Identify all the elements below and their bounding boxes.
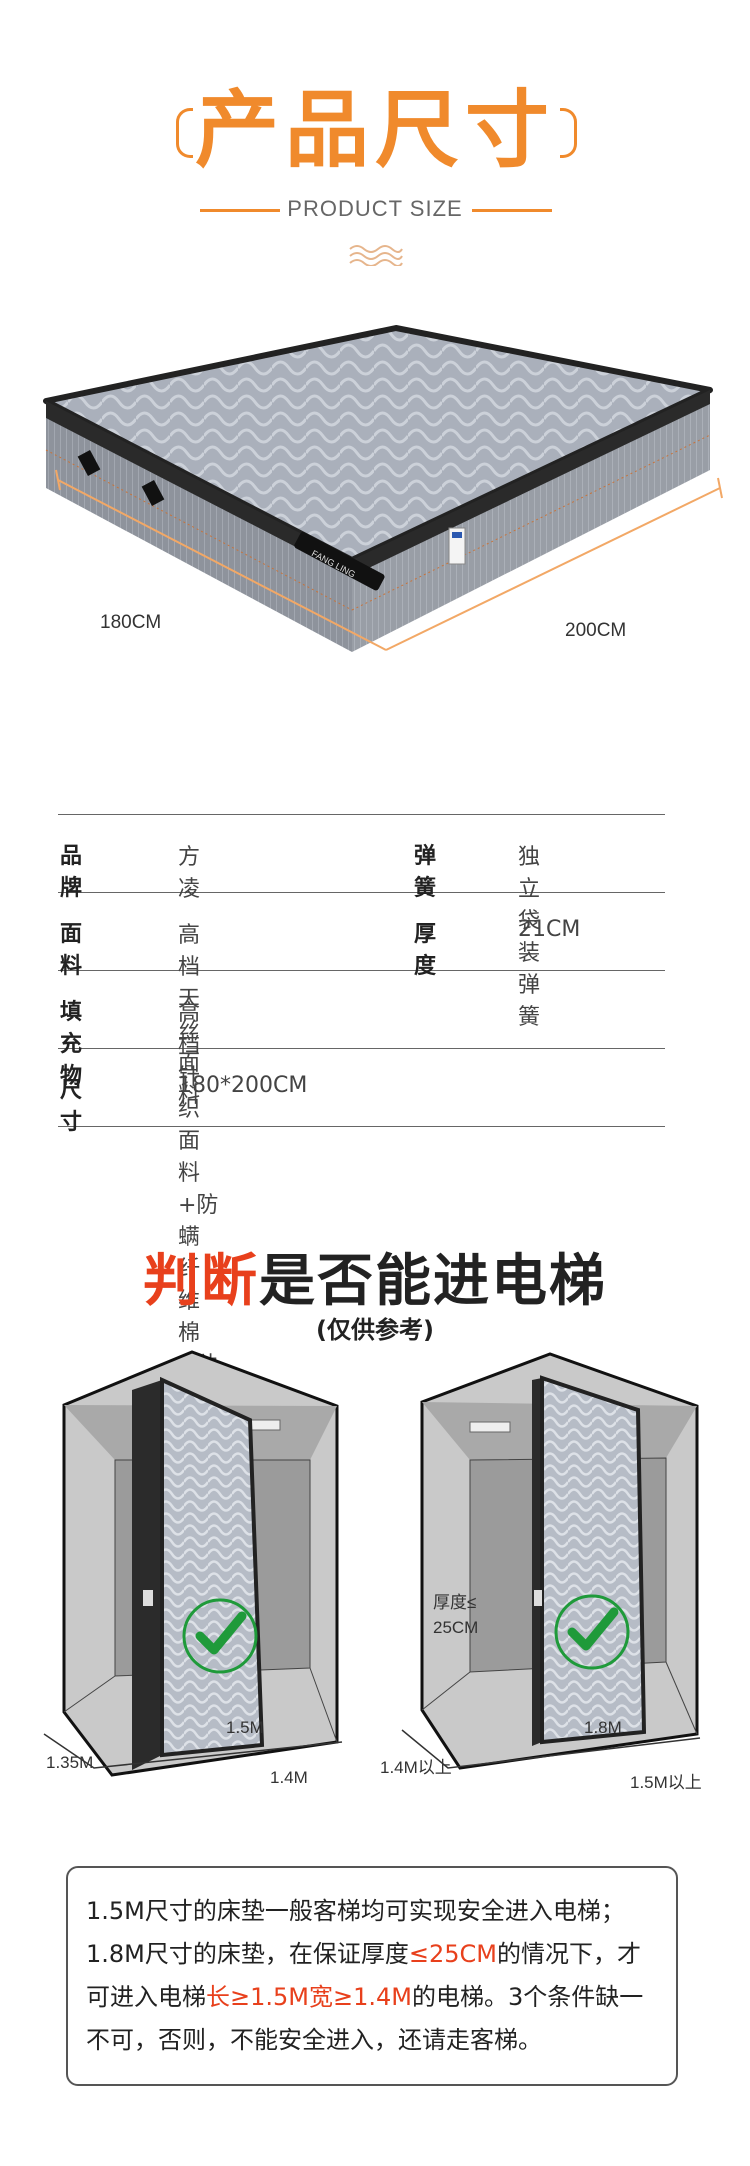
mattress-illustration: FANG LING (43, 325, 723, 652)
notice-line-3-b: 的电梯。3个条件缺一 (411, 1983, 644, 2011)
elevator-subtitle: (仅供参考) (316, 1316, 434, 1344)
elevator-right-thickness-label-2: 25CM (433, 1618, 479, 1637)
spec-value-fabric: 高档天丝面料 (178, 923, 201, 1108)
elevator-title-highlight: 判断 (143, 1249, 259, 1314)
check-circle-icon (554, 1594, 630, 1670)
title-bracket-left (176, 108, 193, 158)
notice-line-2: 1.8M尺寸的床垫，在保证厚度≤25CM的情况下，才 (86, 1933, 666, 1976)
elevator-right-mattress-label: 1.8M (584, 1718, 622, 1737)
elevator-right-width-label: 1.5M以上 (630, 1773, 702, 1792)
spec-value-brand: 方凌 (178, 845, 201, 902)
elevator-title-rest: 是否能进电梯 (259, 1249, 607, 1314)
spec-label-brand: 品 牌 (60, 844, 105, 901)
notice-box (66, 1866, 678, 2086)
notice-line-4: 不可，否则，不能安全进入，还请走客梯。 (86, 2026, 542, 2054)
spec-divider (58, 970, 665, 971)
subtitle-line-right (472, 209, 552, 212)
spec-label-spring: 弹 簧 (414, 844, 459, 901)
dim-length-label: 200CM (565, 620, 627, 641)
spec-value-spring: 独立袋装弹簧 (518, 845, 541, 1030)
notice-line-2-b: 的情况下，才 (497, 1940, 641, 1968)
subtitle-line-left (200, 209, 280, 212)
notice-line-3-highlight: 长≥1.5M宽≥1.4M (206, 1983, 412, 2011)
wave-ornament-icon (349, 245, 403, 266)
spec-divider (58, 814, 665, 815)
elevator-left-depth-label: 1.35M (46, 1753, 94, 1772)
notice-line-3: 可进入电梯长≥1.5M宽≥1.4M的电梯。3个条件缺一 (86, 1976, 666, 2019)
elevator-left-width-label: 1.4M (270, 1768, 308, 1787)
notice-line-3-a: 可进入电梯 (86, 1983, 206, 2011)
elevator-right-thickness-label-1: 厚度≤ (433, 1593, 477, 1612)
spec-label-thickness: 厚 度 (414, 922, 459, 979)
check-circle-icon (182, 1598, 258, 1674)
notice-line-2-highlight: ≤25CM (408, 1940, 497, 1968)
elevator-left-illustration (43, 1350, 343, 1777)
page-title: 产品尺寸 (194, 81, 555, 179)
notice-line-2-a: 1.8M尺寸的床垫，在保证厚度 (86, 1940, 409, 1968)
elevator-right-illustration (401, 1352, 701, 1770)
spec-value-size: 180*200CM (178, 1073, 308, 1098)
check-mark-icon (567, 1607, 619, 1651)
elevator-title: 判断是否能进电梯 (0, 1236, 750, 1317)
notice-text: 1.5M尺寸的床垫一般客梯均可实现安全进入电梯； 1.8M尺寸的床垫，在保证厚度… (86, 1890, 666, 2062)
elevator-right-depth-label: 1.4M以上 (380, 1758, 452, 1777)
page-subtitle: PRODUCT SIZE (281, 196, 469, 221)
spec-label-filling: 填充物 (60, 1000, 89, 1089)
spec-value-thickness: 21CM (518, 917, 581, 942)
check-mark-icon (195, 1611, 247, 1655)
spec-divider (58, 1126, 665, 1127)
dim-width-label: 180CM (100, 612, 162, 633)
title-bracket-right (560, 108, 577, 158)
spec-divider (58, 1048, 665, 1049)
spec-label-size: 尺 寸 (60, 1078, 105, 1135)
spec-divider (58, 892, 665, 893)
elevator-left-mattress-label: 1.5M (226, 1718, 264, 1737)
spec-label-fabric: 面 料 (60, 922, 105, 979)
notice-line-1: 1.5M尺寸的床垫一般客梯均可实现安全进入电梯； (86, 1897, 625, 1925)
